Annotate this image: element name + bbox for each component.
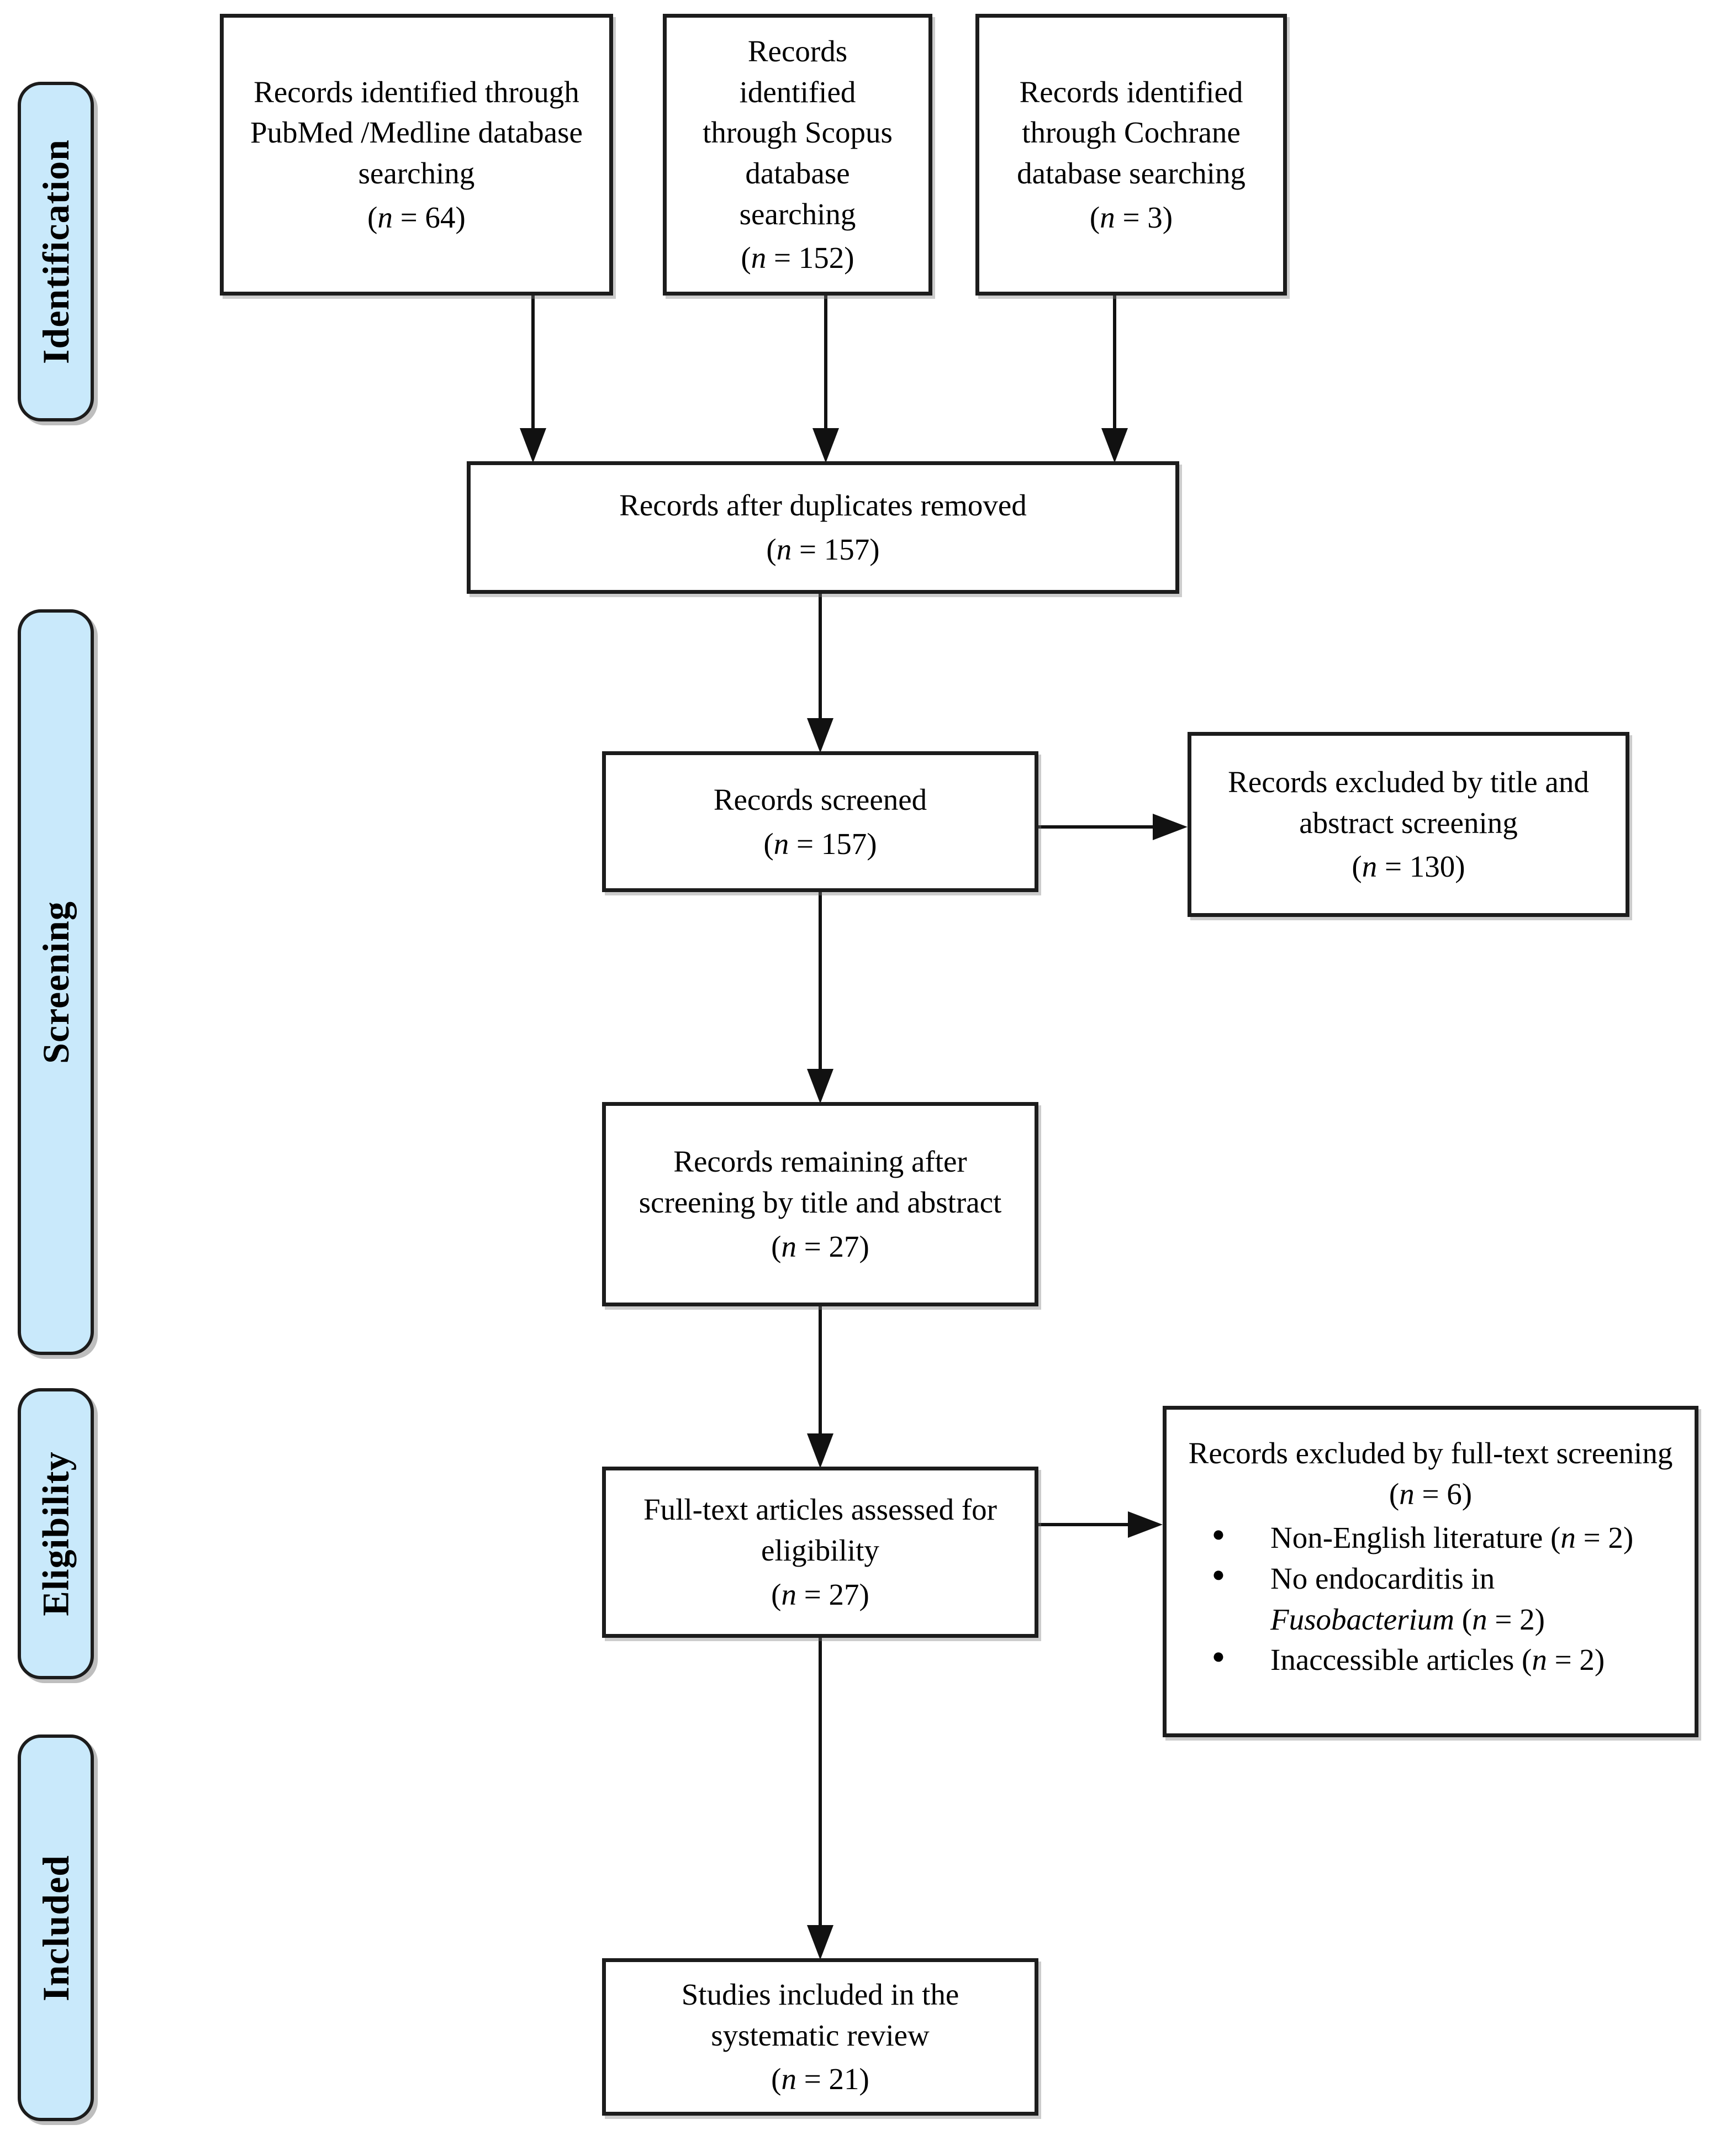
box-pubmed-text: Records identified through PubMed /Medli…: [250, 75, 583, 190]
box-scopus-records: Records identified through Scopus databa…: [663, 14, 932, 296]
box-scopus-count: (n = 152): [741, 241, 854, 275]
box-excluded-title-abstract: Records excluded by title and abstract s…: [1188, 732, 1629, 917]
list-item-no-endocarditis: No endocarditis in Fusobacterium (n = 2): [1183, 1558, 1678, 1639]
box-fulltext-assessed: Full-text articles assessed for eligibil…: [602, 1467, 1038, 1638]
stage-label-screening: Screening: [34, 900, 77, 1064]
box-screened-count: (n = 157): [763, 826, 877, 861]
box-included-count: (n = 21): [771, 2062, 869, 2096]
stage-bar-screening: Screening: [18, 609, 94, 1355]
list-item-non-english: Non-English literature (n = 2): [1183, 1517, 1678, 1558]
box-records-remaining: Records remaining after screening by tit…: [602, 1102, 1038, 1306]
stage-bar-eligibility: Eligibility: [18, 1388, 94, 1679]
stage-label-identification: Identification: [34, 139, 77, 364]
box-cochrane-text: Records identified through Cochrane data…: [1017, 75, 1246, 190]
box-duplicates-count: (n = 157): [766, 532, 880, 566]
box-remaining-count: (n = 27): [771, 1229, 869, 1263]
box-cochrane-records: Records identified through Cochrane data…: [975, 14, 1287, 296]
box-screened-text: Records screened: [713, 782, 927, 816]
box-duplicates-removed: Records after duplicates removed (n = 15…: [467, 461, 1179, 594]
list-item-inaccessible: Inaccessible articles (n = 2): [1183, 1639, 1678, 1680]
excluded-fulltext-reason-list: Non-English literature (n = 2) No endoca…: [1183, 1517, 1678, 1680]
box-fulltext-text: Full-text articles assessed for eligibil…: [643, 1493, 997, 1568]
box-pubmed-count: (n = 64): [367, 200, 466, 234]
box-scopus-text: Records identified through Scopus databa…: [703, 34, 893, 231]
box-duplicates-text: Records after duplicates removed: [619, 488, 1027, 523]
stage-bar-identification: Identification: [18, 82, 94, 421]
box-studies-included: Studies included in the systematic revie…: [602, 1958, 1038, 2116]
box-excluded-fulltext-title: Records excluded by full-text screening …: [1188, 1436, 1673, 1511]
stage-bar-included: Included: [18, 1734, 94, 2121]
box-remaining-text: Records remaining after screening by tit…: [639, 1145, 1002, 1220]
box-excluded-title-abstract-text: Records excluded by title and abstract s…: [1228, 765, 1589, 840]
box-cochrane-count: (n = 3): [1089, 200, 1173, 234]
box-excluded-fulltext: Records excluded by full-text screening …: [1163, 1406, 1698, 1737]
box-excluded-title-abstract-count: (n = 130): [1352, 850, 1465, 884]
box-pubmed-records: Records identified through PubMed /Medli…: [220, 14, 613, 296]
stage-label-included: Included: [34, 1854, 77, 2001]
stage-label-eligibility: Eligibility: [34, 1451, 77, 1616]
box-records-screened: Records screened (n = 157): [602, 751, 1038, 892]
box-included-text: Studies included in the systematic revie…: [681, 1977, 959, 2052]
box-fulltext-count: (n = 27): [771, 1577, 869, 1611]
